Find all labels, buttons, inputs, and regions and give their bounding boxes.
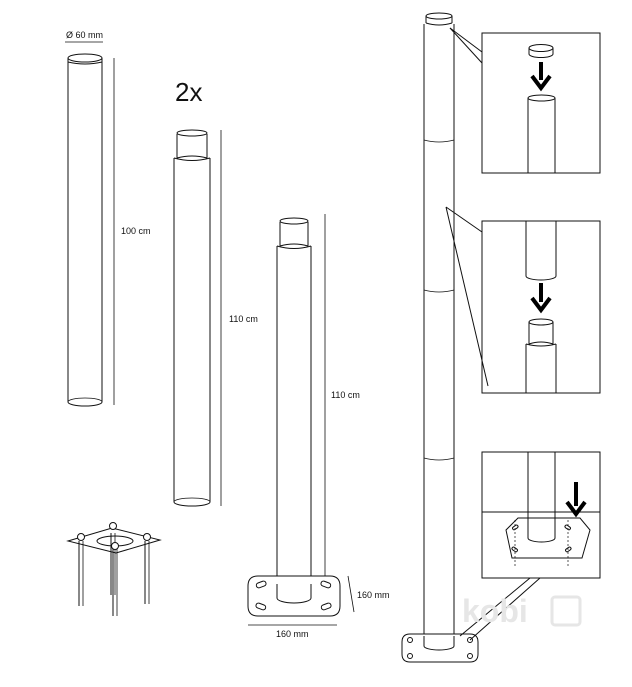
watermark-logo-icon xyxy=(550,595,582,627)
quantity-label: 2x xyxy=(175,77,202,107)
length-3-label: 110 cm xyxy=(331,390,360,400)
tube-110cm-with-baseplate: 110 cm 160 mm 160 mm xyxy=(247,214,390,639)
detail-coupling-frame xyxy=(481,220,601,394)
tube-100cm-body xyxy=(67,58,103,402)
tube-2-body xyxy=(173,158,211,502)
tube-110cm-coupled: 110 cm xyxy=(173,129,258,507)
detail-coupling xyxy=(481,220,601,394)
anchor-cage xyxy=(66,522,162,616)
detail-cap-frame xyxy=(481,32,601,174)
diameter-label: Ø 60 mm xyxy=(66,30,103,40)
plate-width-label: 160 mm xyxy=(276,629,309,639)
detail-base-bolts xyxy=(481,451,601,579)
assembled-post xyxy=(401,12,541,663)
length-2-label: 110 cm xyxy=(229,314,258,324)
length-1-label: 100 cm xyxy=(121,226,151,236)
detail-base-frame xyxy=(481,451,601,579)
plate-height-dimension-line xyxy=(347,575,355,613)
tube-100cm-top xyxy=(67,53,103,63)
detail-cap xyxy=(481,32,601,174)
plate-height-label: 160 mm xyxy=(357,590,390,600)
watermark: kobi xyxy=(462,593,528,629)
tube-100cm: Ø 60 mm 100 cm xyxy=(65,30,151,407)
tube-100cm-bottom xyxy=(67,401,103,407)
assembled-post-body xyxy=(423,24,455,642)
tube-2-coupling xyxy=(176,134,208,158)
